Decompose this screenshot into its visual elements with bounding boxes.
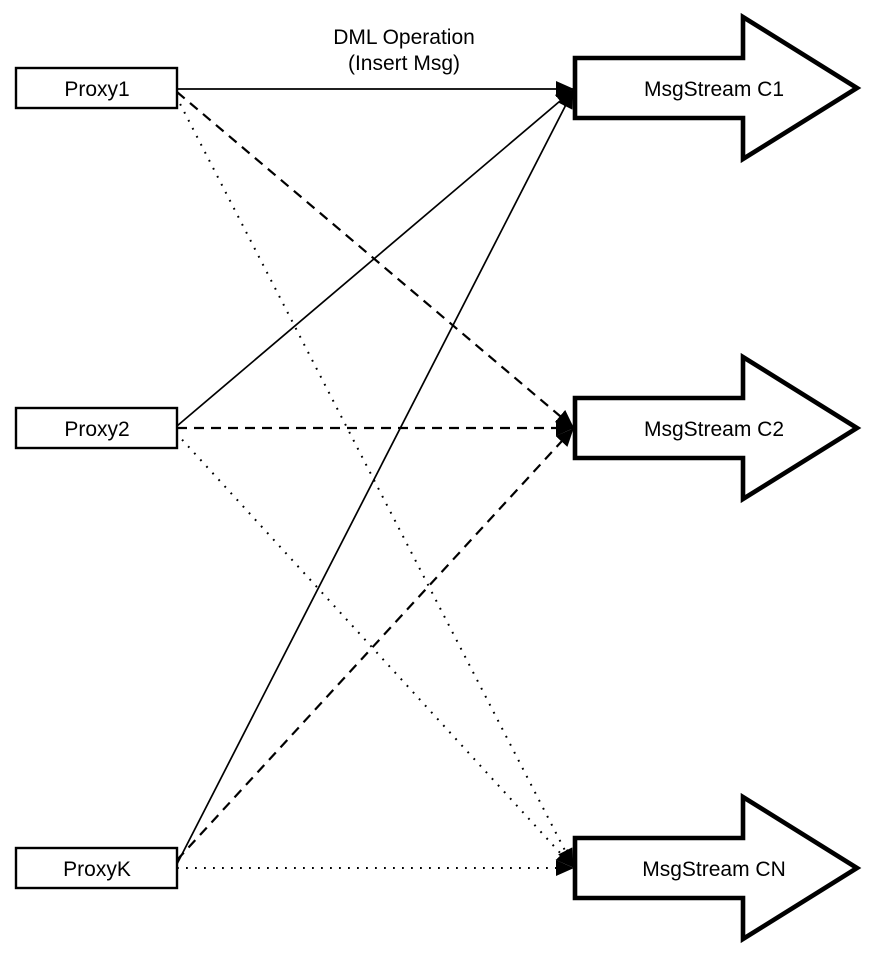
edge-proxy1-to-cn xyxy=(175,95,574,867)
edge-proxy2-to-c1 xyxy=(176,89,574,427)
msgstream-c2-arrow xyxy=(572,352,862,504)
proxy1-box xyxy=(14,66,179,110)
stream-node-cn: MsgStream CN xyxy=(572,792,862,944)
edge-label-dml-operation: DML Operation (Insert Msg) xyxy=(333,26,475,75)
proxy2-label: Proxy2 xyxy=(64,418,129,441)
msgstream-cn-label: MsgStream CN xyxy=(642,858,786,881)
proxy2-box xyxy=(14,406,179,450)
edge-proxyk-to-c1 xyxy=(176,90,574,865)
stream-node-c1: MsgStream C1 xyxy=(572,12,862,164)
edge-label-line1: DML Operation xyxy=(333,26,475,49)
stream-node-c2: MsgStream C2 xyxy=(572,352,862,504)
proxy-node-k: ProxyK xyxy=(14,846,179,890)
edge-proxyk-to-c2 xyxy=(176,428,574,861)
proxy1-label: Proxy1 xyxy=(64,78,129,101)
proxyk-box xyxy=(14,846,179,890)
msgstream-c1-arrow xyxy=(572,12,862,164)
edge-label-line2: (Insert Msg) xyxy=(348,52,460,75)
msgstream-c1-label: MsgStream C1 xyxy=(644,78,784,101)
msgstream-cn-arrow xyxy=(572,792,862,944)
proxy-node-1: Proxy1 xyxy=(14,66,179,110)
msgstream-c2-label: MsgStream C2 xyxy=(644,418,784,441)
edge-proxy1-to-c2 xyxy=(176,91,574,428)
edge-group xyxy=(175,81,574,876)
proxyk-label: ProxyK xyxy=(63,858,131,881)
proxy-node-2: Proxy2 xyxy=(14,406,179,450)
